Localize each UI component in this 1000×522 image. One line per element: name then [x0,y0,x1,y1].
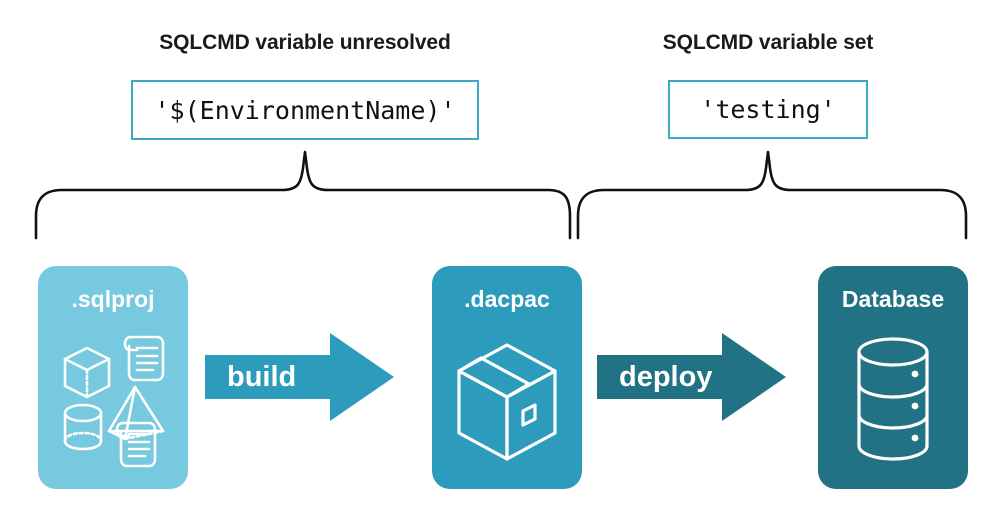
script-scroll-top-icon [123,335,165,382]
arrow-deploy: deploy [597,331,787,423]
value-text-set: 'testing' [700,95,836,124]
value-box-set: 'testing' [668,80,868,139]
arrow-deploy-shape-icon [597,333,786,421]
project-shapes-icon [38,324,188,474]
value-box-unresolved: '$(EnvironmentName)' [131,80,479,140]
database-cylinder-icon [818,324,968,474]
brace-right-icon [576,150,968,240]
stage-card-dacpac[interactable]: .dacpac [432,266,582,489]
value-text-unresolved: '$(EnvironmentName)' [154,95,456,125]
stage-card-sqlproj[interactable]: .sqlproj [38,266,188,489]
stage-card-database[interactable]: Database [818,266,968,489]
brace-left-icon [34,150,572,240]
stage-label-database: Database [841,286,945,312]
group-header-set: SQLCMD variable set [662,31,874,54]
group-header-unresolved: SQLCMD variable unresolved [159,31,451,54]
stage-label-sqlproj: .sqlproj [71,286,155,312]
arrow-build-shape-icon [205,333,394,421]
cube-shape-icon [63,346,111,399]
script-scroll-bottom-icon [115,421,157,468]
arrow-build: build [205,331,395,423]
cylinder-shape-icon [63,403,103,451]
package-box-icon [432,324,582,474]
stage-label-dacpac: .dacpac [464,286,550,312]
